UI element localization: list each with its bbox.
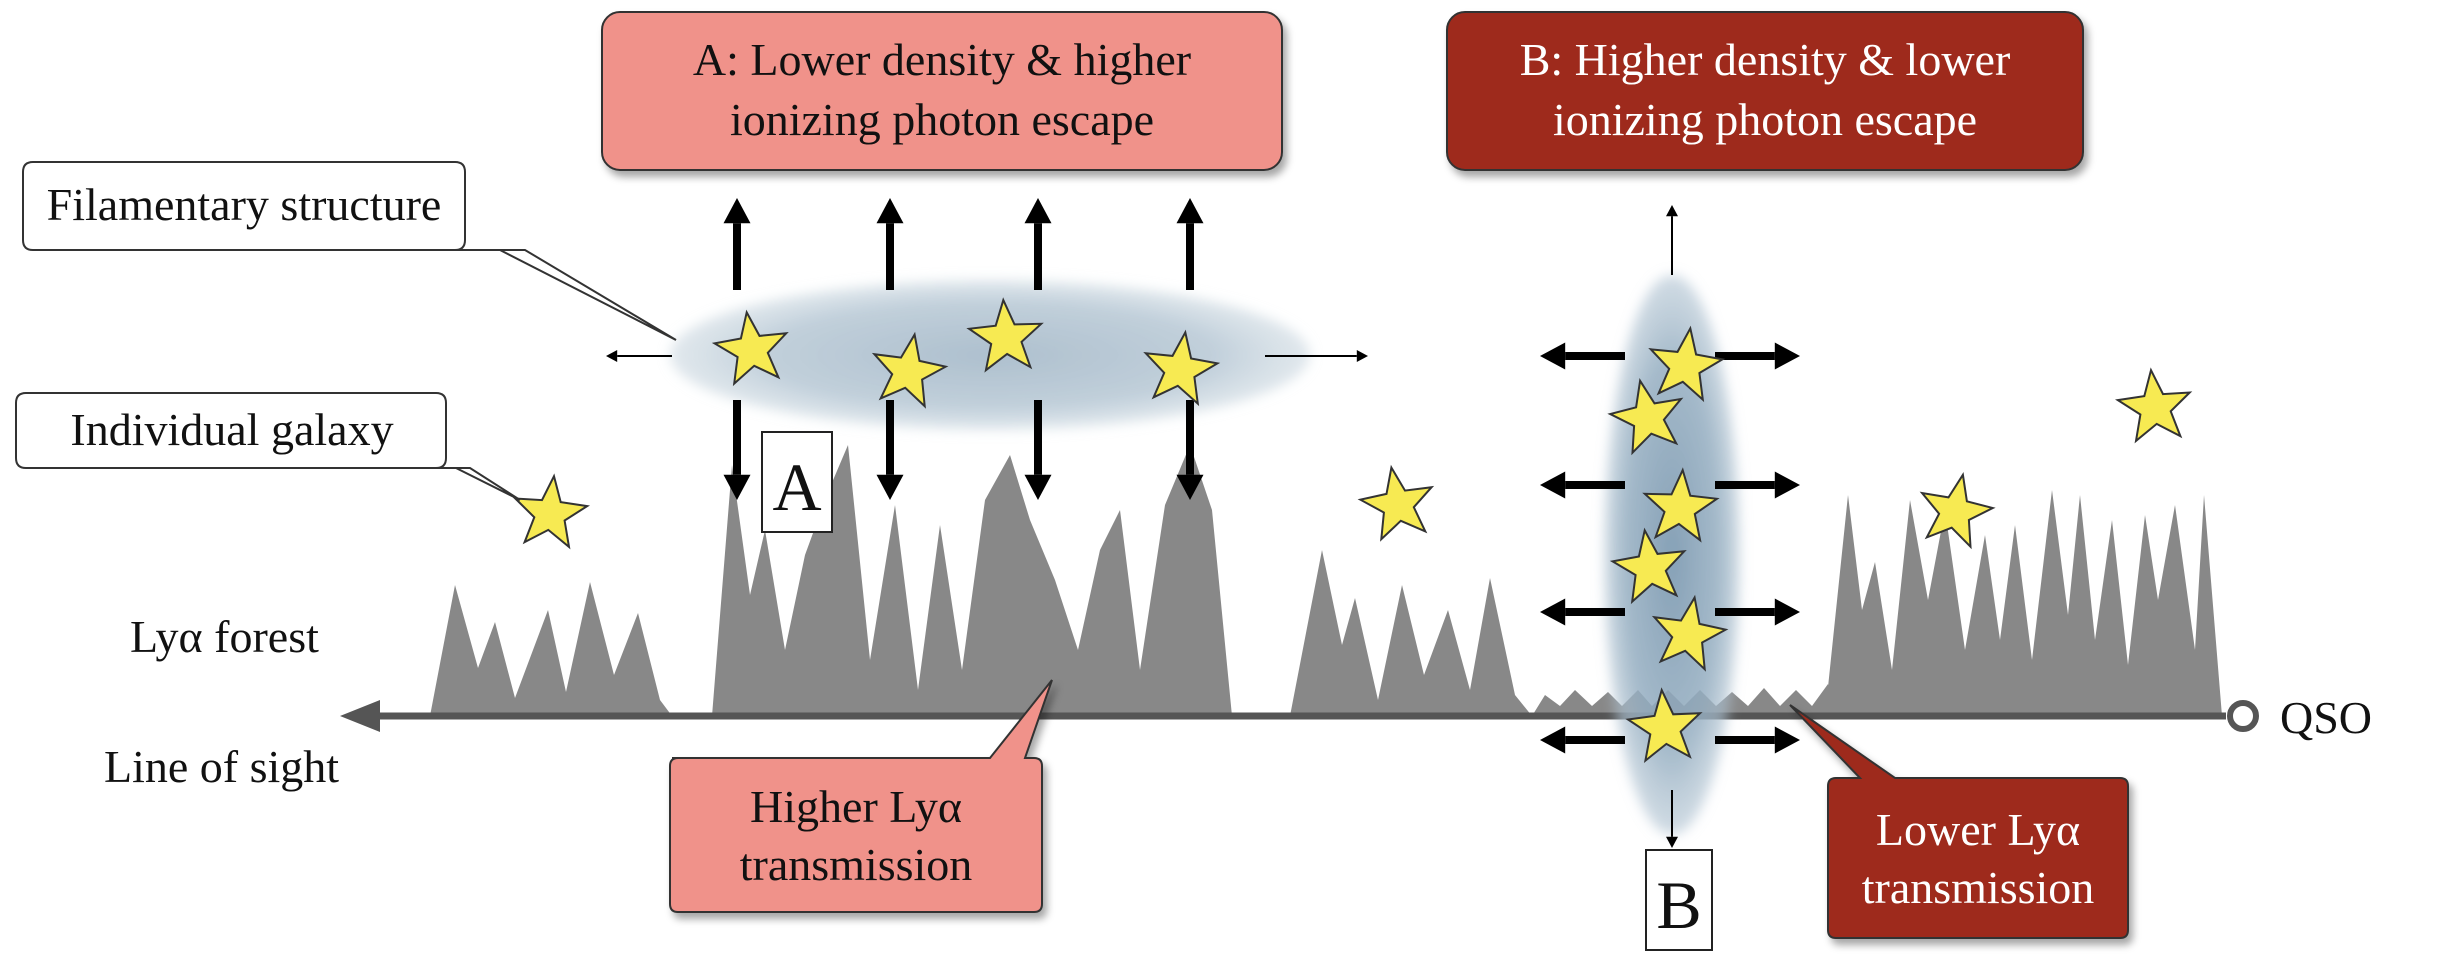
- callout-individual-galaxy: Individual galaxy: [15, 392, 521, 501]
- marker-a-letter: A: [772, 449, 821, 525]
- arrow-icon: [723, 474, 751, 500]
- arrow-b-right-3: [1715, 598, 1800, 626]
- arrow-a-down-4: [1176, 400, 1204, 500]
- escape-arrows: [606, 198, 1800, 848]
- arrow-b-left-2: [1540, 471, 1625, 499]
- galaxy-star-icon-12: [1609, 527, 1687, 605]
- forest-absorption-segment-3: [1290, 550, 1532, 716]
- box-b-line2: ionizing photon escape: [1553, 94, 1977, 145]
- arrow-a-up-1: [723, 198, 751, 290]
- arrow-b-right-4: [1715, 726, 1800, 754]
- box-b: [1446, 11, 2084, 171]
- higher-transmission-line2: transmission: [740, 839, 973, 890]
- arrow-a-down-2: [876, 400, 904, 500]
- callout-filamentary-structure: Filamentary structure: [22, 161, 677, 341]
- marker-b: B: [1645, 849, 1713, 951]
- callout-shape: [1789, 704, 2129, 939]
- lya-forest-label: Lyα forest: [130, 611, 319, 662]
- lower-transmission-line2: transmission: [1862, 862, 2095, 913]
- arrow-a-down-1: [723, 400, 751, 500]
- arrow-b-right-2: [1715, 471, 1800, 499]
- arrow-icon: [1540, 726, 1566, 754]
- galaxy-star-icon-8: [2115, 367, 2193, 444]
- box-a-line2: ionizing photon escape: [730, 94, 1154, 145]
- box-a-shape: [601, 11, 1283, 171]
- galaxy-star-icon-3: [966, 297, 1044, 373]
- arrow-icon: [1024, 474, 1052, 500]
- arrow-icon: [1176, 474, 1204, 500]
- arrow-b-left-1: [1540, 342, 1625, 370]
- arrow-icon: [1540, 598, 1566, 626]
- galaxy-star-icon-13: [1651, 594, 1729, 672]
- arrow-icon: [1774, 342, 1800, 370]
- arrow-icon: [1666, 205, 1678, 217]
- qso-label: QSO: [2280, 692, 2372, 743]
- callout-shape: [22, 161, 677, 341]
- forest-absorption-segment-1: [430, 582, 672, 716]
- galaxy-star-icon-2: [871, 331, 949, 409]
- line-of-sight-label: Line of sight: [104, 741, 339, 792]
- lya-forest-spectrum: [430, 445, 2222, 716]
- arrow-icon: [876, 198, 904, 224]
- arrow-icon: [1666, 836, 1678, 848]
- forest-absorption-segment-2: [712, 445, 1232, 716]
- box-b-line1: B: Higher density & lower: [1520, 34, 2011, 85]
- arrow-b-right-1: [1715, 342, 1800, 370]
- axis-arrowhead-icon: [340, 700, 380, 732]
- arrow-icon: [1774, 471, 1800, 499]
- arrow-a-down-3: [1024, 400, 1052, 500]
- arrow-b-up: [1666, 205, 1678, 275]
- filamentary-label: Filamentary structure: [47, 179, 442, 230]
- arrow-a-up-4: [1176, 198, 1204, 290]
- callout-shape: [15, 392, 521, 501]
- arrow-b-left-3: [1540, 598, 1625, 626]
- forest-absorption-segment-4: [1532, 684, 1840, 716]
- arrow-icon: [606, 350, 618, 362]
- arrow-icon: [1774, 726, 1800, 754]
- arrow-icon: [1356, 350, 1368, 362]
- arrow-icon: [1024, 198, 1052, 224]
- qso-open-circle-icon: [2227, 700, 2259, 732]
- galaxy-star-icon-5: [512, 473, 590, 550]
- lower-transmission-line1: Lower Lyα: [1876, 804, 2080, 855]
- marker-b-letter: B: [1656, 867, 1701, 943]
- arrow-icon: [1774, 598, 1800, 626]
- callout-shape: [669, 679, 1053, 913]
- box-a: [601, 11, 1283, 171]
- box-b-shape: [1446, 11, 2084, 171]
- arrow-a-right: [1265, 350, 1368, 362]
- galaxy-star-icon-14: [1625, 687, 1703, 764]
- arrow-icon: [723, 198, 751, 224]
- callout-lower-transmission: [1789, 704, 2129, 939]
- galaxy-star-icon-4: [1143, 329, 1221, 407]
- forest-absorption-segment-5: [1825, 490, 2222, 716]
- arrow-icon: [1540, 471, 1566, 499]
- arrow-icon: [1176, 198, 1204, 224]
- arrow-b-left-4: [1540, 726, 1625, 754]
- marker-a: A: [761, 431, 833, 533]
- arrow-icon: [876, 474, 904, 500]
- galaxy-star-icon-10: [1607, 378, 1684, 456]
- galaxy-star-icon-11: [1642, 467, 1720, 543]
- individual-galaxy-label: Individual galaxy: [70, 404, 393, 455]
- galaxy-star-icon-1: [711, 309, 789, 387]
- callout-higher-transmission: [669, 679, 1053, 913]
- arrow-a-left: [606, 350, 672, 362]
- line-of-sight-axis: [340, 700, 2259, 732]
- higher-transmission-line1: Higher Lyα: [750, 781, 962, 832]
- arrow-icon: [1540, 342, 1566, 370]
- arrow-a-up-3: [1024, 198, 1052, 290]
- galaxy-star-icon-6: [1357, 464, 1435, 542]
- box-a-line1: A: Lower density & higher: [693, 34, 1191, 85]
- galaxies: [512, 297, 2193, 764]
- galaxy-star-icon-7: [1919, 472, 1996, 550]
- galaxy-star-icon-9: [1648, 325, 1726, 403]
- arrow-b-down: [1666, 790, 1678, 848]
- marker-b-box: [1645, 849, 1713, 951]
- arrow-a-up-2: [876, 198, 904, 290]
- marker-a-box: [761, 431, 833, 533]
